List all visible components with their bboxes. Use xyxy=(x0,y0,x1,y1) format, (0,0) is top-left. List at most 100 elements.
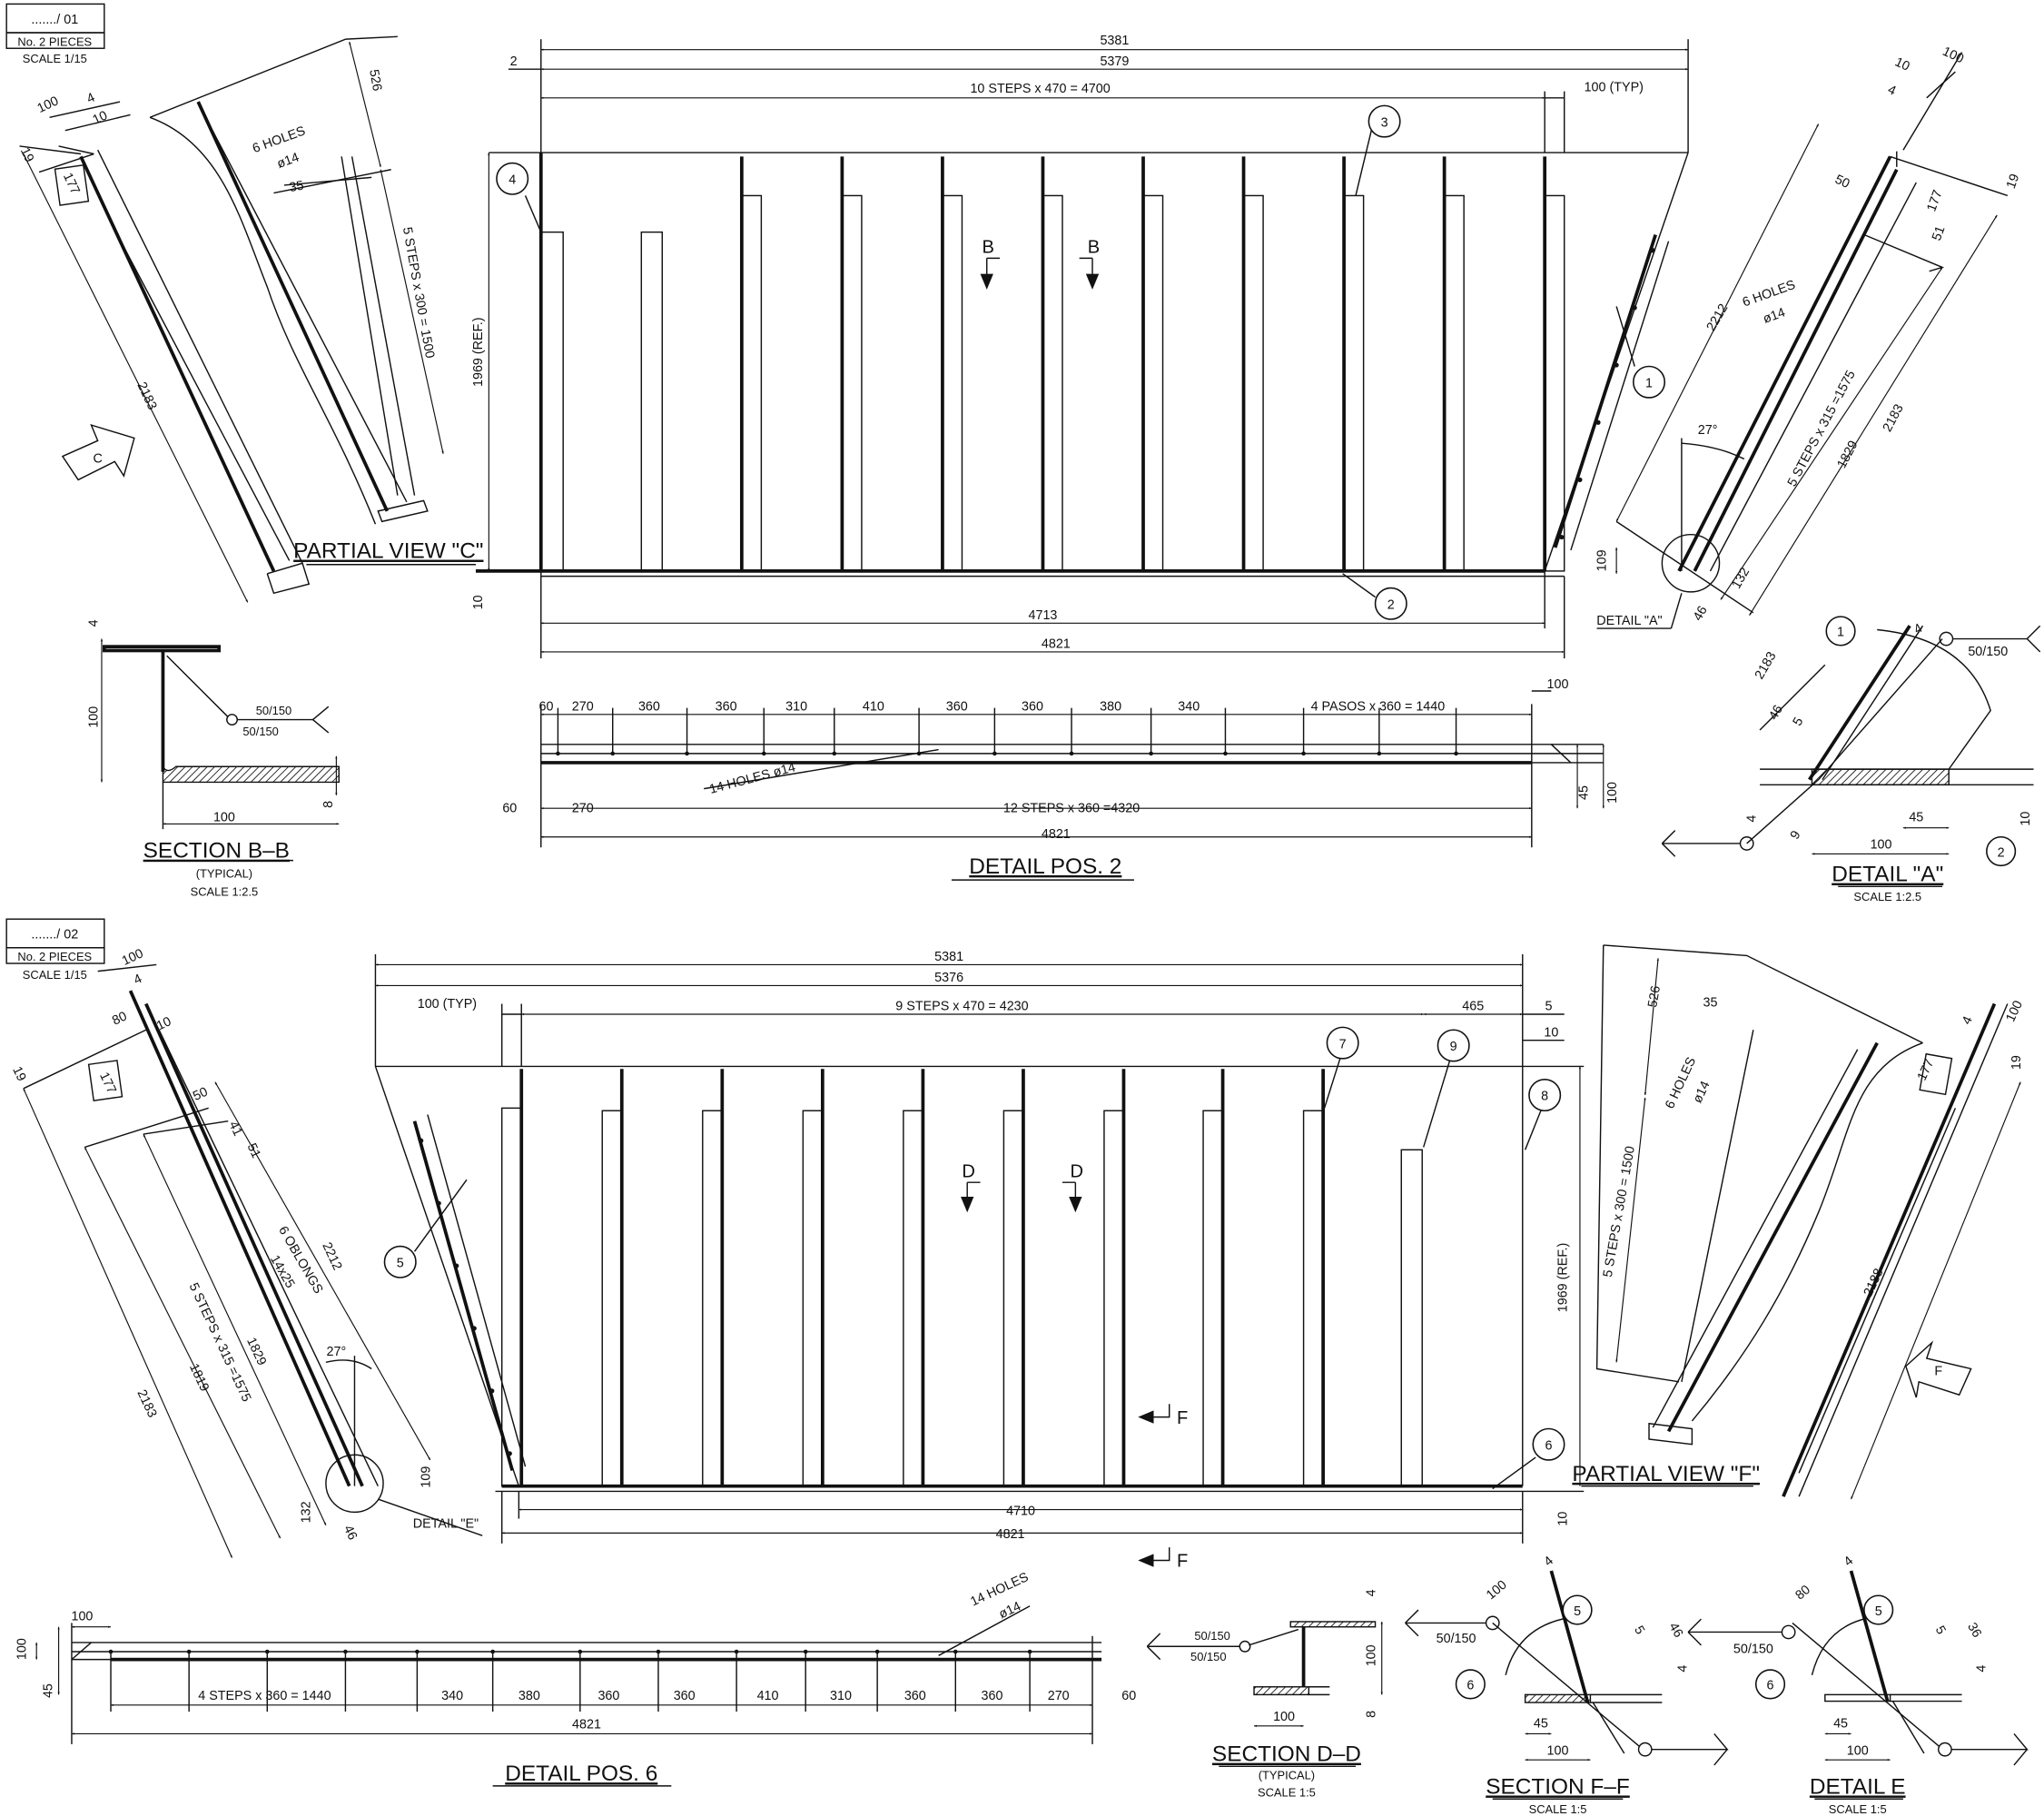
hole-mark xyxy=(1595,419,1601,425)
label-sheet1-detail-pos2-top-0: 60 xyxy=(539,700,554,715)
hole-mark xyxy=(490,1649,495,1654)
hole-mark xyxy=(610,751,616,756)
balloon-6-detail-e xyxy=(1754,1669,1786,1700)
label-sheet2-elevation-balloons-b8: 8 xyxy=(1541,1090,1548,1104)
label-sheet2-elevation-view-marks-1: F xyxy=(1177,1552,1188,1572)
label-sheet2-section-ff-d4b: 4 xyxy=(1676,1665,1691,1673)
label-sheet1-detail-pos2-top-1: 270 xyxy=(572,700,594,715)
label-sheet2-detail-pos6-hole-dia: ø14 xyxy=(997,1599,1023,1622)
label-sheet1-right-view-hole-dia: ø14 xyxy=(1762,305,1788,326)
label-sheet2-left-view-d10: 10 xyxy=(154,1014,173,1033)
label-sheet1-right-view-angle: 27° xyxy=(1698,423,1718,438)
left-view-02 xyxy=(23,963,483,1558)
detail-e-title: DETAIL E xyxy=(1810,1774,1906,1799)
title-block-mark: ......./ 02 xyxy=(31,928,78,943)
post-plate xyxy=(1042,194,1063,572)
label-sheet2-left-view-d41: 41 xyxy=(226,1119,245,1138)
label-sheet2-section-ff-weld: 50/150 xyxy=(1437,1632,1476,1646)
hole-mark xyxy=(419,1138,424,1143)
view-arrow-c-icon xyxy=(61,423,135,481)
label-sheet1-elevation-balloons-b4: 4 xyxy=(509,173,516,188)
post-plate xyxy=(1302,1110,1324,1487)
hole-mark xyxy=(1027,1649,1032,1654)
label-sheet2-left-view-d1819: 1819 xyxy=(186,1361,212,1394)
label-sheet2-section-dd-weld2: 50/150 xyxy=(1190,1650,1226,1663)
section-b-b-title: SECTION B–B xyxy=(143,839,290,864)
hole-mark xyxy=(874,1649,880,1654)
post-plate xyxy=(601,1110,623,1487)
label-sheet1-right-view-d51: 51 xyxy=(1930,224,1948,242)
post-plate xyxy=(1343,194,1365,572)
label-sheet1-section-bb-d4: 4 xyxy=(87,619,102,627)
label-sheet1-section-bb-weld2: 50/150 xyxy=(242,725,278,738)
hole-mark xyxy=(264,1649,270,1654)
label-sheet1-detail-pos2-top-8: 380 xyxy=(1100,700,1121,715)
label-sheet2-section-ff-d4: 4 xyxy=(1542,1554,1556,1569)
post-plate xyxy=(1002,1110,1024,1487)
main-elevation-02 xyxy=(374,953,1585,1567)
label-sheet1-elevation-balloons-b1: 1 xyxy=(1645,376,1653,390)
label-sheet2-elevation-inner: 5376 xyxy=(934,971,963,985)
label-sheet2-detail-pos6-d45: 45 xyxy=(41,1683,55,1698)
label-sheet1-right-view-d2183: 2183 xyxy=(1881,402,1907,435)
hole-mark xyxy=(108,1649,114,1654)
label-sheet2-elevation-balloons-b5: 5 xyxy=(397,1257,404,1271)
label-sheet2-partial-view-f-d4: 4 xyxy=(1960,1014,1976,1027)
title-block-01 xyxy=(5,3,105,49)
label-sheet1-right-view-d10: 10 xyxy=(1892,55,1911,74)
hole-mark xyxy=(685,751,689,756)
label-sheet1-detail-pos2-top-5: 410 xyxy=(863,700,884,715)
section-d-d xyxy=(1146,1621,1383,1768)
label-sheet1-elevation-balloons-b3: 3 xyxy=(1381,115,1388,130)
label-sheet1-detail-pos2-bottom-0: 60 xyxy=(502,801,517,815)
label-sheet1-section-bb-d100v: 100 xyxy=(87,706,102,728)
label-sheet2-left-view-d51: 51 xyxy=(244,1141,263,1160)
label-sheet1-section-bb-d8: 8 xyxy=(321,801,336,808)
balloon-6-section-f xyxy=(1455,1669,1486,1700)
label-sheet2-partial-view-f-arrow: F xyxy=(1934,1365,1942,1379)
detail-a-ref: DETAIL "A" xyxy=(1596,614,1662,628)
partial-view-f xyxy=(1581,944,2021,1500)
section-mark-d-2-icon xyxy=(1062,1181,1082,1213)
label-sheet1-detail-a-scale: SCALE 1:2.5 xyxy=(1853,890,1921,903)
label-sheet1-detail-a-balloon1: 1 xyxy=(1837,626,1844,640)
label-sheet2-section-ff-scale: SCALE 1:5 xyxy=(1529,1802,1587,1816)
label-sheet1-detail-a-d9: 9 xyxy=(1788,828,1804,842)
label-sheet1-right-view-steps: 5 STEPS x 315 =1575 xyxy=(1785,368,1859,489)
view-arrow-f-icon xyxy=(1904,1340,1972,1398)
hole-mark xyxy=(471,1326,477,1331)
post-plate xyxy=(1544,194,1565,572)
section-mark-b-1-icon xyxy=(980,257,1001,290)
label-sheet1-detail-a-balloon2: 2 xyxy=(1998,845,2005,860)
label-sheet2-left-view-d2183: 2183 xyxy=(134,1387,160,1420)
balloon-6 xyxy=(1532,1427,1565,1461)
label-sheet1-right-view-d177: 177 xyxy=(1924,188,1945,213)
label-sheet1-detail-pos2-top-7: 360 xyxy=(1022,700,1043,715)
label-sheet2-left-view-d100: 100 xyxy=(120,946,145,969)
label-sheet1-detail-pos2-bottom-2: 12 STEPS x 360 =4320 xyxy=(1003,801,1140,815)
label-sheet2-detail-pos6-dims-9: 270 xyxy=(1048,1689,1070,1703)
label-sheet2-detail-e-d100: 100 xyxy=(1847,1743,1869,1758)
label-sheet1-detail-a-d46: 46 xyxy=(1766,703,1786,723)
hole-mark xyxy=(656,1649,661,1654)
label-sheet1-right-view-d1829: 1829 xyxy=(1834,439,1861,471)
label-sheet1-section-bb-note: (TYPICAL) xyxy=(196,866,252,880)
label-sheet2-left-view-d1829: 1829 xyxy=(243,1336,269,1368)
hole-mark xyxy=(1223,751,1228,756)
label-sheet2-detail-e-scale: SCALE 1:5 xyxy=(1829,1802,1887,1816)
label-sheet2-partial-view-f-d100: 100 xyxy=(2003,999,2026,1024)
partial-view-c xyxy=(19,35,476,603)
section-b-b xyxy=(100,638,340,862)
label-sheet2-section-dd-d100: 100 xyxy=(1273,1710,1295,1724)
post-plate xyxy=(1202,1110,1224,1487)
label-sheet1-detail-pos2-d100: 100 xyxy=(1547,677,1569,692)
label-sheet2-detail-e-balloon5: 5 xyxy=(1875,1604,1882,1619)
balloon-5-section-f xyxy=(1562,1594,1593,1625)
label-sheet1-section-bb-scale: SCALE 1:2.5 xyxy=(191,884,259,898)
label-sheet2-partial-view-f-d35: 35 xyxy=(1703,995,1718,1010)
title-block-pieces: No. 2 PIECES xyxy=(17,35,92,48)
label-sheet1-detail-a-d4b: 4 xyxy=(1745,815,1760,823)
hole-mark xyxy=(953,1649,958,1654)
post-plate xyxy=(702,1110,724,1487)
label-sheet1-partial-view-c-d526: 526 xyxy=(366,68,384,92)
